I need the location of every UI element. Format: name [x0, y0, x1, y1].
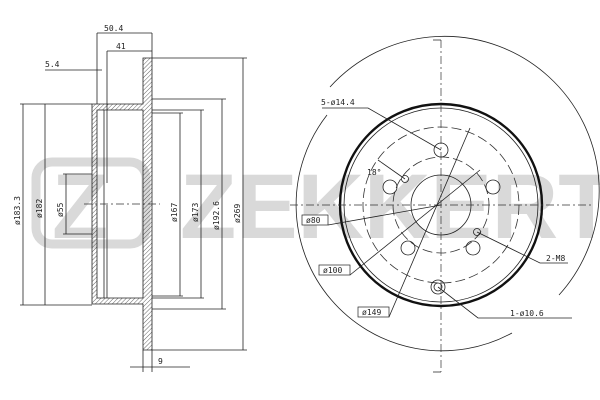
dim-d173: ø173: [191, 203, 200, 222]
label-d80: ø80: [306, 216, 321, 225]
outer-edge-arc-2: [295, 114, 513, 352]
dim-d192-6: ø192.6: [212, 201, 221, 230]
outer-edge-arc: [329, 35, 600, 296]
dim-d183-3: ø183.3: [13, 196, 22, 225]
label-5-d14-4: 5-ø14.4: [321, 98, 355, 107]
dim-d269: ø269: [233, 204, 242, 223]
pin-hole: [430, 279, 446, 295]
dim-d182: ø182: [35, 199, 44, 218]
dim-5-4: 5.4: [45, 60, 60, 69]
label-1-d10-6: 1-ø10.6: [510, 309, 544, 318]
watermark-text: ZEKKERT: [180, 156, 600, 258]
dim-50-4: 50.4: [104, 24, 123, 33]
m8-hole: [473, 228, 481, 236]
watermark-z: Z: [52, 156, 108, 258]
front-view: 5-ø14.4 18° ø80 ø100 ø149 2-M8 1-ø10.6: [290, 35, 600, 373]
label-d149: ø149: [362, 308, 381, 317]
dim-d55: ø55: [56, 202, 65, 217]
m8-hole: [401, 175, 409, 183]
label-18-deg: 18°: [367, 168, 381, 177]
dim-d167: ø167: [170, 203, 179, 222]
watermark-logo: Z ZEKKERT: [31, 156, 600, 258]
side-section-view: 50.4 41 5.4 9 ø183.3 ø182 ø55 ø167 ø173 …: [13, 24, 247, 372]
label-d100: ø100: [323, 266, 342, 275]
label-2-m8: 2-M8: [546, 254, 565, 263]
dim-9: 9: [158, 357, 163, 366]
disc-section: [91, 57, 153, 351]
dim-41: 41: [116, 42, 126, 51]
bolt-holes: [382, 142, 501, 256]
